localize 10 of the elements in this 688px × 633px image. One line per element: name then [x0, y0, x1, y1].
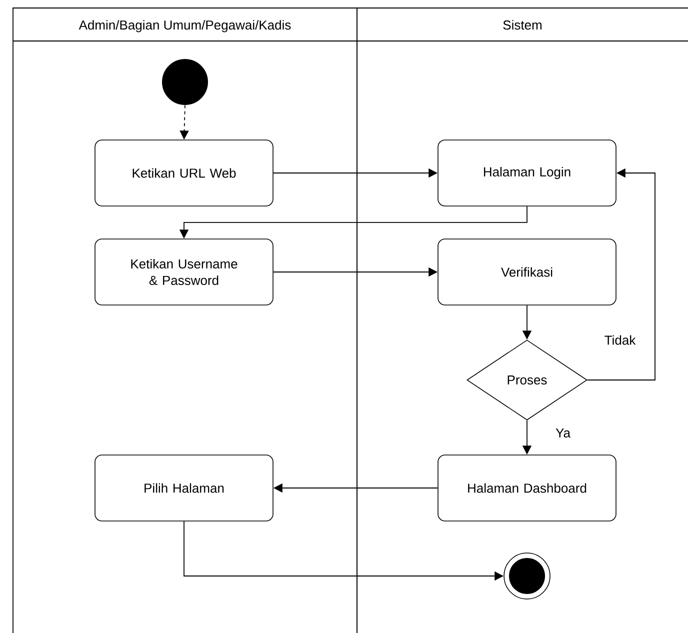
end-node [504, 552, 550, 600]
start-node [162, 59, 208, 105]
action-box: Halaman Dashboard [438, 454, 616, 522]
action-box: Pilih Halaman [94, 454, 274, 522]
edge-label: Ya [554, 427, 572, 439]
action-box: Halaman Login [438, 140, 616, 206]
action-box: Verifikasi [438, 238, 616, 306]
edge-label: Tidak [603, 334, 637, 346]
action-box: Ketikan Username & Password [94, 238, 274, 306]
action-box: Ketikan URL Web [94, 140, 274, 206]
